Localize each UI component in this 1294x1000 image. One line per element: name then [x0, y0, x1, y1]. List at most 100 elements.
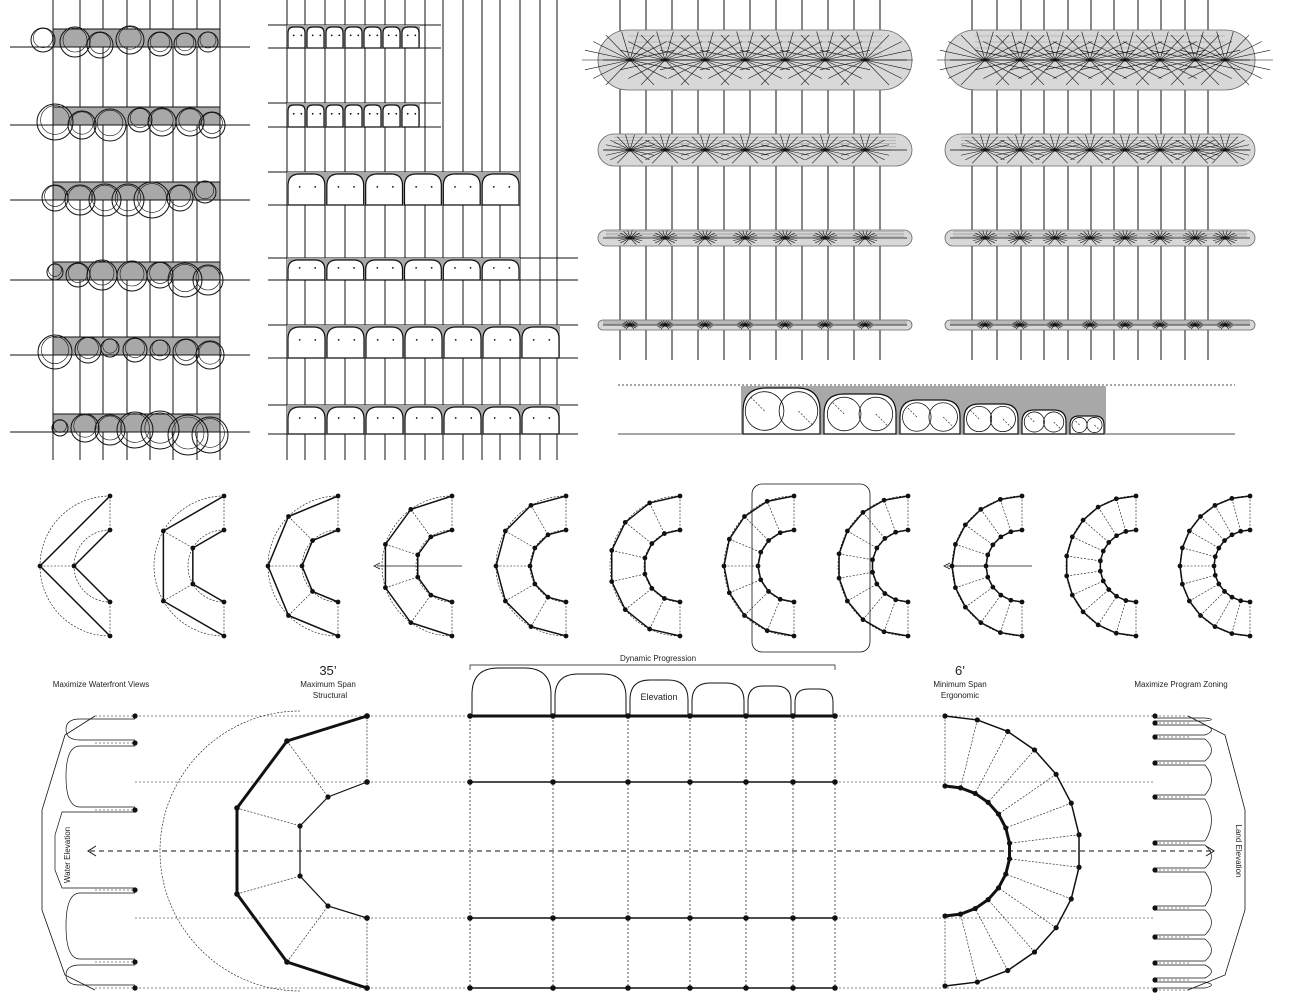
center-dot — [454, 417, 457, 419]
inner-node — [893, 597, 899, 603]
fan-ray — [824, 235, 838, 239]
fan-ray — [819, 59, 866, 71]
center-dot — [532, 338, 535, 341]
fan-ray — [1006, 136, 1021, 151]
fan-ray — [1112, 237, 1126, 241]
spoke — [1082, 589, 1109, 613]
fan-ray — [855, 232, 866, 239]
grid-node — [625, 985, 631, 991]
outer-node — [791, 493, 797, 499]
elevation-arch — [794, 688, 834, 716]
center-dot — [469, 185, 472, 188]
fan-ray — [984, 139, 1005, 151]
center-dot — [292, 34, 295, 37]
fan-ray — [784, 136, 799, 151]
fan-ray — [1224, 59, 1271, 71]
fan-ray — [617, 237, 631, 241]
fan-ray — [629, 237, 643, 241]
program-node — [132, 959, 138, 965]
spoke — [1115, 498, 1127, 532]
fan-ray — [975, 232, 986, 239]
fan-ray — [1081, 31, 1091, 61]
fan-ray — [1159, 136, 1174, 151]
fan-ray — [1050, 134, 1056, 151]
fan-ray — [1054, 59, 1092, 79]
fan-ray — [735, 232, 746, 239]
inner-node — [995, 811, 1002, 817]
spoke — [1066, 570, 1101, 577]
spoke — [410, 509, 432, 538]
label-span-max-line1: Maximum Span — [300, 680, 356, 689]
fan-ray — [995, 34, 1021, 61]
packing-circle — [133, 181, 171, 219]
fan-ray — [1224, 59, 1262, 79]
program-lobe — [1155, 724, 1212, 736]
outer-polygon — [235, 714, 368, 990]
fan-ray — [680, 144, 706, 151]
fan-ray — [784, 59, 822, 79]
fan-ray — [744, 139, 765, 151]
packing-circle — [195, 265, 221, 291]
inner-node — [1133, 527, 1139, 533]
fan-ray — [1077, 237, 1091, 241]
inner-dashed-arc — [187, 529, 225, 603]
fan-ray — [1006, 149, 1021, 164]
fan-ray — [824, 31, 834, 61]
fan-ray — [1046, 31, 1056, 61]
packing-circle — [171, 416, 205, 450]
inner-node — [1003, 871, 1009, 877]
fan-ray — [732, 237, 746, 241]
spoke — [1115, 600, 1127, 634]
fan-ray — [1124, 149, 1139, 164]
fan-ray — [824, 59, 871, 71]
center-dot — [395, 34, 398, 37]
vault-arch — [401, 26, 420, 49]
fan-ray — [1159, 237, 1170, 244]
outer-node — [1076, 832, 1082, 838]
packing-circle — [59, 26, 91, 58]
packing-circle — [68, 263, 88, 283]
center-dot — [353, 417, 356, 419]
fan-ray — [864, 134, 870, 151]
packing-circle — [167, 414, 209, 456]
annotation-labels: Dynamic Progression Elevation Maximize W… — [53, 654, 1243, 883]
fan-ray — [1080, 232, 1091, 239]
fan-ray — [864, 49, 911, 61]
center-dot — [337, 417, 340, 419]
grid-node — [625, 779, 631, 785]
fan-ray — [1185, 232, 1196, 239]
inner-node — [532, 545, 538, 551]
fan-ray — [1054, 235, 1068, 239]
vault-arch — [442, 173, 481, 206]
grid-node — [743, 985, 749, 991]
fan-ray — [1019, 149, 1040, 161]
fan-ray — [984, 149, 1005, 161]
program-node — [1152, 713, 1158, 719]
fan-ray — [1159, 235, 1173, 239]
fan-ray — [1007, 237, 1021, 241]
fan-ray — [984, 149, 999, 164]
spoke — [998, 774, 1057, 815]
fan-ray — [788, 59, 826, 79]
fan-ray — [1077, 235, 1091, 239]
fan-ray — [629, 149, 650, 161]
fan-ray — [1159, 31, 1169, 61]
fan-ray — [695, 237, 706, 244]
fan-ray — [736, 31, 746, 61]
fan-ray — [840, 144, 866, 151]
outer-node — [1095, 504, 1101, 510]
fan-ray — [974, 59, 1021, 71]
spoke — [987, 749, 1035, 803]
fan-ray — [1112, 235, 1126, 239]
inner-node — [1247, 599, 1253, 605]
spoke — [883, 500, 896, 533]
spoke — [1200, 591, 1225, 616]
radius-line — [750, 397, 765, 412]
outer-node — [265, 563, 271, 569]
fan-ray — [984, 237, 995, 244]
program-node — [1152, 987, 1158, 993]
elevation-arch — [471, 667, 552, 716]
vault-arch — [344, 104, 363, 128]
radius-line — [832, 402, 845, 415]
outer-node — [563, 633, 569, 639]
